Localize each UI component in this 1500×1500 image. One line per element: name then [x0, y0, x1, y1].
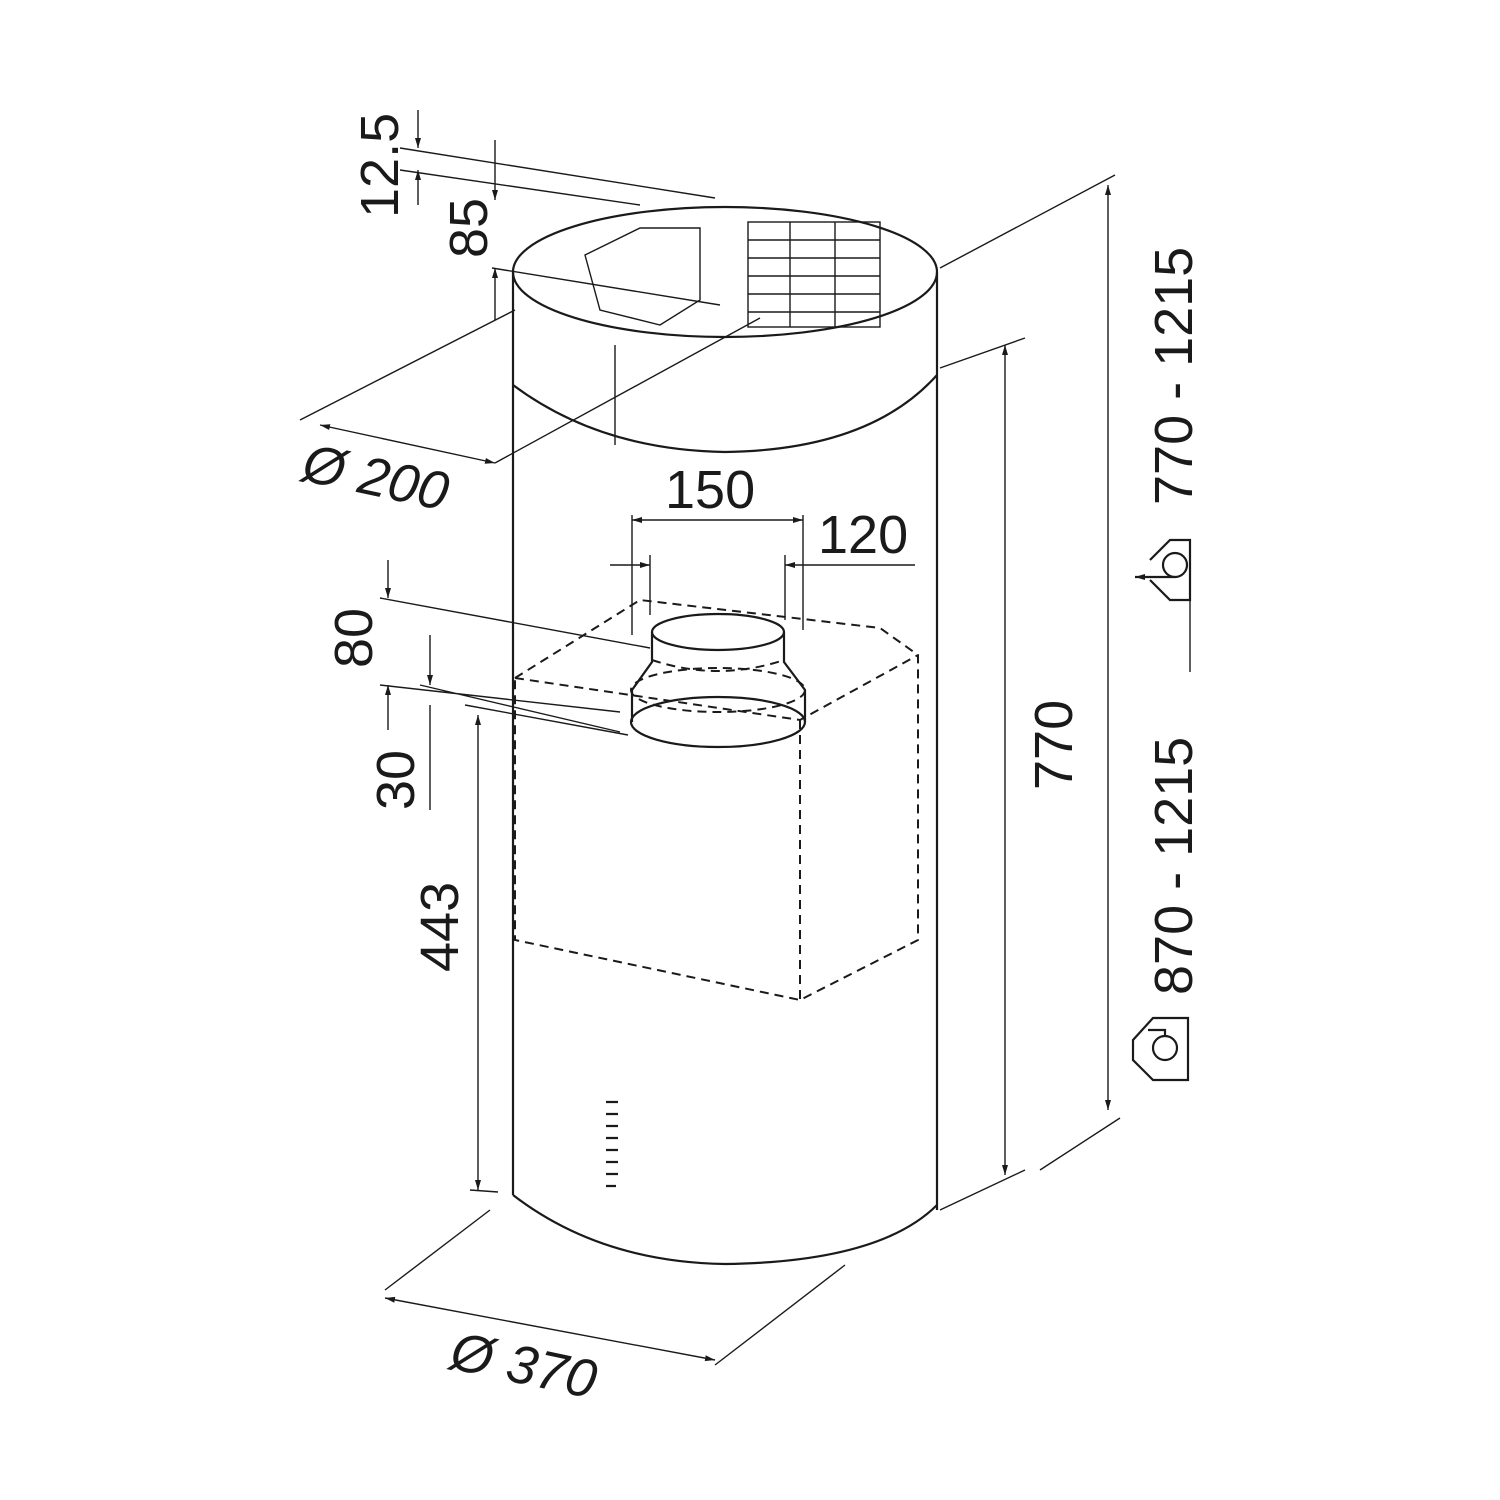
dim-outlet-diameter: Ø 200: [296, 433, 454, 523]
dim-motor-height: 443: [410, 882, 470, 972]
control-panel: [606, 1100, 618, 1188]
hood-body: [511, 205, 939, 1266]
cylinder-sides: [511, 272, 939, 1210]
dim-recirculation-range: 770 - 1215: [1144, 247, 1204, 505]
filter-grille: [747, 221, 881, 328]
motor-unit-hidden: [514, 598, 919, 1002]
dim-duct-150: 150: [665, 460, 755, 520]
bottom-rim: [512, 1194, 938, 1266]
top-rim: [511, 205, 939, 339]
dim-duct-120: 120: [818, 505, 908, 565]
dim-duct-offset: 30: [366, 750, 426, 810]
recirculation-mode-icon: [1135, 538, 1192, 602]
top-band-seam: [512, 374, 938, 454]
extraction-mode-icon: [1131, 1016, 1190, 1082]
dim-duct-height: 80: [324, 608, 384, 668]
duct-bottom: [629, 695, 807, 749]
outlet-opening: [584, 227, 701, 326]
dimension-lines: [299, 110, 1121, 1366]
dim-top-offset: 12.5: [350, 113, 410, 218]
dim-body-height: 770: [1024, 700, 1084, 790]
dim-extraction-range: 870 - 1215: [1144, 737, 1204, 995]
dim-top-band-height: 85: [439, 198, 499, 258]
duct-top: [650, 612, 786, 652]
